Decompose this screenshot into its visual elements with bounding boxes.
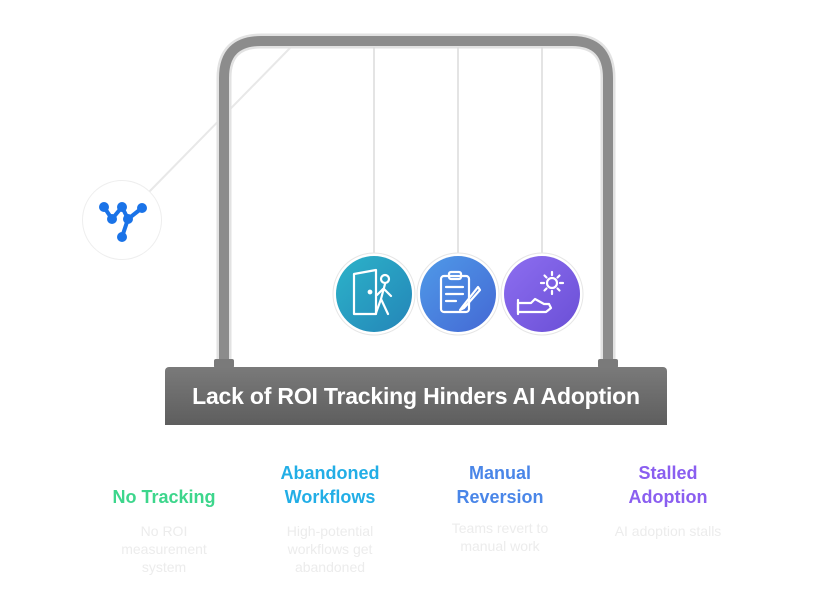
logo-badge <box>82 180 162 260</box>
column-description: High-potential workflows get abandoned <box>260 522 400 576</box>
column-abandoned-workflows: Abandoned Workflows High-potential workf… <box>260 461 400 576</box>
hand-gear-icon <box>516 270 565 316</box>
column-no-tracking: No Tracking No ROI measurement system <box>94 485 234 576</box>
column-title: No Tracking <box>94 485 234 509</box>
column-title-line: No Tracking <box>112 487 216 507</box>
frame-foot-left <box>214 359 234 368</box>
column-description: No ROI measurement system <box>94 522 234 576</box>
column-title: Manual Reversion <box>425 461 575 509</box>
column-title: Stalled Adoption <box>593 461 743 509</box>
column-desc-line: system <box>141 559 187 575</box>
person-leaving-door-icon <box>352 268 393 316</box>
column-title-line: Manual <box>468 463 531 483</box>
column-desc-line: High-potential <box>286 523 374 539</box>
column-desc-line: No ROI <box>140 523 188 539</box>
column-manual-reversion: Manual Reversion Teams revert to manual … <box>425 461 575 555</box>
ball-no-tracking <box>332 252 416 336</box>
title-banner: Lack of ROI Tracking Hinders AI Adoption <box>165 367 667 425</box>
frame-foot-right <box>598 359 618 368</box>
column-stalled-adoption: Stalled Adoption AI adoption stalls <box>593 461 743 540</box>
ball-stalled-adoption <box>500 252 584 336</box>
column-title-line: Abandoned <box>280 463 380 483</box>
column-desc-line: abandoned <box>294 559 366 575</box>
column-title-line: Workflows <box>284 487 376 507</box>
ball-abandoned-workflows <box>416 252 500 336</box>
column-title: Abandoned Workflows <box>260 461 400 509</box>
column-description: AI adoption stalls <box>593 522 743 540</box>
column-desc-line: Teams revert to <box>451 520 549 536</box>
column-title-line: Stalled <box>638 463 698 483</box>
network-nodes-icon <box>99 202 147 242</box>
column-description: Teams revert to manual work <box>425 519 575 555</box>
column-desc-line: AI adoption stalls <box>614 523 722 539</box>
column-desc-line: manual work <box>460 538 540 554</box>
column-desc-line: measurement <box>121 541 207 557</box>
column-title-line: Adoption <box>628 487 708 507</box>
frame-bar <box>219 36 613 362</box>
column-title-line: Reversion <box>456 487 544 507</box>
clipboard-edit-icon <box>439 270 482 314</box>
page-title: Lack of ROI Tracking Hinders AI Adoption <box>192 382 640 409</box>
column-desc-line: workflows get <box>287 541 373 557</box>
